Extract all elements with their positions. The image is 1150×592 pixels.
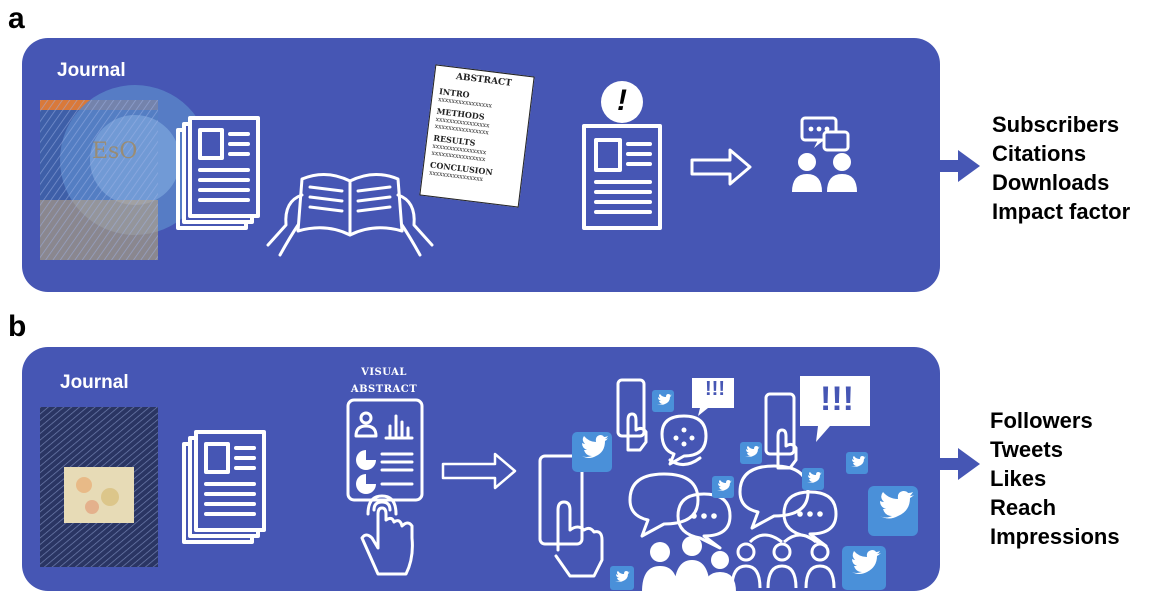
panel-b-journal-label: Journal [60,372,129,393]
outline-arrow-icon [690,148,752,186]
metric-likes: Likes [990,466,1047,491]
abstract-card: ABSTRACT INTRO xxxxxxxxxxxxxxxx METHODS … [419,64,535,208]
metric-reach: Reach [990,495,1057,520]
solid-arrow-icon [938,150,980,182]
phone-tap-icon [538,454,604,578]
panel-a-journal-label: Journal [57,60,126,81]
svg-text:EsO: EsO [92,139,137,164]
exclaim-bubble-text: !!! [705,378,725,400]
outline-arrow-icon [441,452,517,490]
metric-subscribers: Subscribers [992,112,1120,137]
twitter-badge-icon [868,486,918,536]
twitter-badge-icon [842,546,886,590]
panel-a-metrics: Subscribers Citations Downloads Impact f… [992,110,1130,226]
panel-b-letter: b [8,310,27,343]
visual-abstract-title: VISUAL ABSTRACT [344,364,424,398]
visual-abstract-title-line1: VISUAL [361,367,407,378]
journal-cover-image [40,407,158,567]
metric-impressions: Impressions [990,524,1120,549]
twitter-badge-icon [740,442,762,464]
twitter-badge-icon [610,566,634,590]
metric-downloads: Downloads [992,170,1110,195]
metric-followers: Followers [990,408,1093,433]
metric-tweets: Tweets [990,437,1063,462]
twitter-badge-icon [652,390,674,412]
article-stack-icon [176,116,260,230]
phone-tap-icon [616,378,648,452]
article-stack-icon [182,430,266,544]
twitter-badge-icon [572,432,612,472]
twitter-badge-icon [712,476,734,498]
metric-citations: Citations [992,141,1087,166]
panel-a-letter: a [8,2,25,35]
panel-b-metrics: Followers Tweets Likes Reach Impressions [990,406,1120,551]
alert-exclamation: ! [617,84,627,117]
twitter-badge-icon [846,452,868,474]
visual-abstract-title-line2: ABSTRACT [350,384,418,395]
exclaim-bubble-text: !!! [820,380,854,418]
solid-arrow-icon [938,448,980,480]
metric-impact-factor: Impact factor [992,199,1131,224]
reading-book-icon [266,173,434,257]
visual-abstract-tablet-icon [346,398,424,576]
phone-tap-icon [764,392,798,470]
discussion-people-icon [792,116,857,192]
twitter-badge-icon [802,468,824,490]
alert-document-icon [582,81,662,230]
social-media-cluster [538,376,918,592]
journal-cover-image: EsO [40,85,210,260]
